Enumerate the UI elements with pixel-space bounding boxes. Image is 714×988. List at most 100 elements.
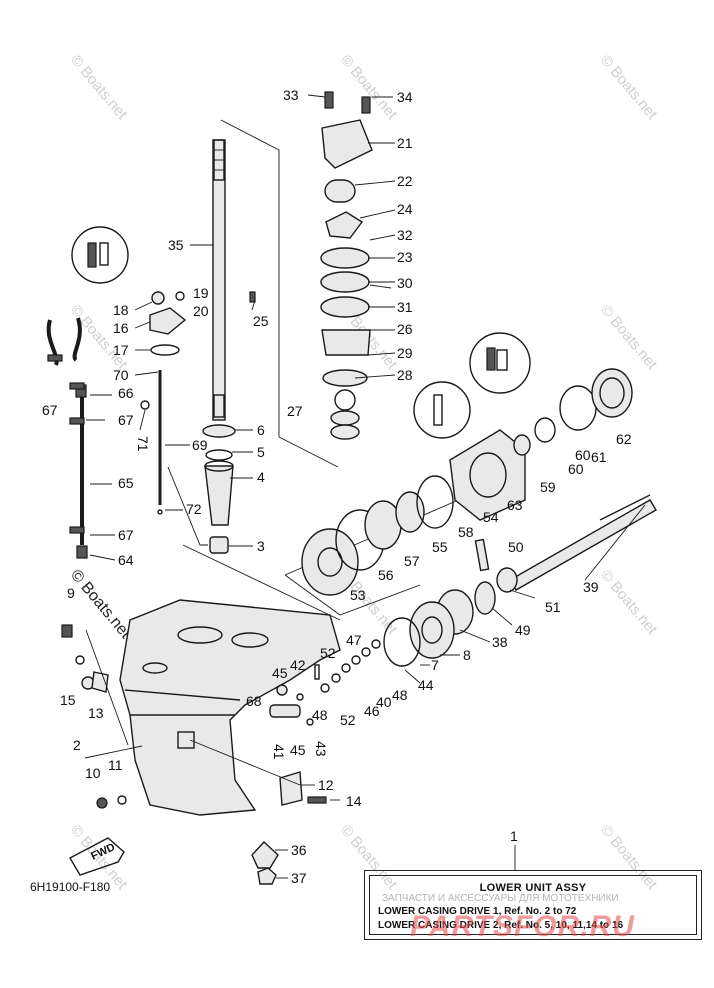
shift-components [46, 291, 187, 559]
callout-57: 57 [404, 553, 420, 569]
callout-41: 41 [271, 744, 287, 760]
callout-3: 3 [257, 538, 265, 554]
callout-59: 59 [540, 479, 556, 495]
figure-code: 6H19100-F180 [30, 880, 111, 894]
callout-46: 46 [364, 703, 380, 719]
info-title: LOWER UNIT ASSY [479, 882, 587, 894]
callout-67: 67 [42, 402, 58, 418]
callout-14: 14 [346, 793, 362, 809]
callout-23: 23 [397, 249, 413, 265]
callout-32: 32 [397, 227, 413, 243]
callout-67: 67 [118, 527, 134, 543]
callout-70: 70 [113, 367, 129, 383]
callout-11: 11 [108, 757, 123, 773]
callout-26: 26 [397, 321, 413, 337]
propeller-shaft-group [301, 368, 657, 667]
callout-48: 48 [312, 707, 328, 723]
callout-30: 30 [397, 275, 413, 291]
info-line-1: LOWER CASING DRIVE 1, Ref. No. 2 to 72 [378, 906, 577, 917]
callout-45: 45 [272, 665, 288, 681]
callout-35: 35 [168, 237, 184, 253]
callout-60: 60 [568, 461, 584, 477]
small-pins [157, 291, 256, 515]
callout-37: 37 [291, 870, 307, 886]
detail-circles [71, 226, 531, 439]
lower-casing [119, 599, 341, 816]
callout-36: 36 [291, 842, 307, 858]
callout-27: 27 [287, 403, 303, 419]
watermark-text: © Boats.net [67, 52, 131, 124]
callout-62: 62 [616, 431, 632, 447]
callout-45: 45 [290, 742, 306, 758]
callout-34: 34 [397, 89, 413, 105]
callout-51: 51 [545, 599, 561, 615]
callout-20: 20 [193, 303, 209, 319]
callout-2: 2 [73, 737, 81, 753]
site-caption: ЗАПЧАСТИ И АКСЕССУАРЫ ДЛЯ МОТОТЕХНИКИ [382, 893, 619, 904]
info-box: LOWER UNIT ASSY LOWER CASING DRIVE 1, Re… [364, 870, 702, 940]
callout-64: 64 [118, 552, 134, 568]
callout-60: 60 [575, 447, 591, 463]
callout-72: 72 [186, 501, 202, 517]
callout-40: 40 [376, 694, 392, 710]
callout-9: 9 [67, 585, 75, 601]
callout-53: 53 [350, 587, 366, 603]
callout-31: 31 [397, 299, 413, 315]
drive-shaft-bearings [202, 424, 236, 554]
callout-56: 56 [378, 567, 394, 583]
callout-16: 16 [113, 320, 129, 336]
callout-67: 67 [118, 412, 134, 428]
callout-28: 28 [397, 367, 413, 383]
callout-42: 42 [290, 657, 306, 673]
shift-cam-parts [269, 639, 381, 726]
info-line-2: LOWER CASING DRIVE 2, Ref. No. 5, 10, 11… [378, 920, 624, 931]
callout-39: 39 [583, 579, 599, 595]
callout-54: 54 [483, 509, 499, 525]
callout-10: 10 [85, 765, 101, 781]
callout-58: 58 [458, 524, 474, 540]
callout-52: 52 [320, 645, 336, 661]
callout-61: 61 [591, 449, 607, 465]
callout-12: 12 [318, 777, 334, 793]
callout-52: 52 [340, 712, 356, 728]
callout-49: 49 [515, 622, 531, 638]
callout-47: 47 [346, 632, 362, 648]
callout-38: 38 [492, 634, 508, 650]
callout-48: 48 [392, 687, 408, 703]
callout-66: 66 [118, 385, 134, 401]
callout-18: 18 [113, 302, 129, 318]
callout-17: 17 [113, 342, 129, 358]
callout-25: 25 [253, 313, 269, 329]
watermark-text: © Boats.net [597, 52, 661, 124]
callout-22: 22 [397, 173, 413, 189]
callout-5: 5 [257, 444, 265, 460]
callout-13: 13 [88, 705, 104, 721]
callout-15: 15 [60, 692, 76, 708]
callout-55: 55 [432, 539, 448, 555]
callout-4: 4 [257, 469, 265, 485]
callout-6: 6 [257, 422, 265, 438]
callout-71: 71 [135, 436, 151, 452]
callout-29: 29 [397, 345, 413, 361]
callout-21: 21 [397, 135, 413, 151]
water-pump-stack [320, 91, 373, 440]
callout-68: 68 [246, 693, 262, 709]
callout-1: 1 [510, 828, 518, 844]
casing-accessories [61, 624, 327, 885]
callout-7: 7 [431, 657, 439, 673]
info-box-inner: LOWER UNIT ASSY LOWER CASING DRIVE 1, Re… [369, 875, 697, 935]
site-brand-logo: PARTSFOR.RU [410, 910, 635, 943]
callout-19: 19 [193, 285, 209, 301]
callout-44: 44 [418, 677, 434, 693]
callout-65: 65 [118, 475, 134, 491]
watermark-text: © Boats.net [597, 567, 661, 639]
callout-33: 33 [283, 87, 299, 103]
watermark-text: © Boats.net [597, 302, 661, 374]
callout-43: 43 [313, 741, 329, 757]
leader-lines [84, 94, 646, 879]
callout-labels: 1 2 3 4 5 6 7 8 9 10 11 12 13 14 15 16 1… [42, 87, 632, 886]
callout-8: 8 [463, 647, 471, 663]
callout-24: 24 [397, 201, 413, 217]
callout-69: 69 [192, 437, 208, 453]
